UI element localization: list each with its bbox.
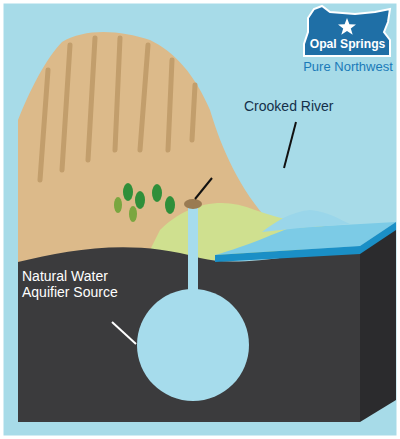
aquifer [137, 289, 249, 401]
river-edge [215, 222, 396, 262]
river-label: Crooked River [244, 98, 354, 114]
river-bend [262, 210, 350, 232]
trees [114, 183, 175, 222]
tagline: Pure Northwest [296, 60, 400, 75]
brand-name: Opal Springs [300, 37, 395, 51]
spring-mound [184, 199, 202, 209]
spring-leader [195, 178, 212, 199]
star-icon [338, 18, 356, 35]
cliff-ridges [40, 38, 195, 180]
spring-shaft [188, 205, 198, 300]
aquifer-label: Natural Water Aquifier Source [22, 268, 132, 300]
river-leader [284, 122, 296, 168]
aquifer-leader [112, 322, 136, 344]
ground-side [360, 228, 396, 422]
